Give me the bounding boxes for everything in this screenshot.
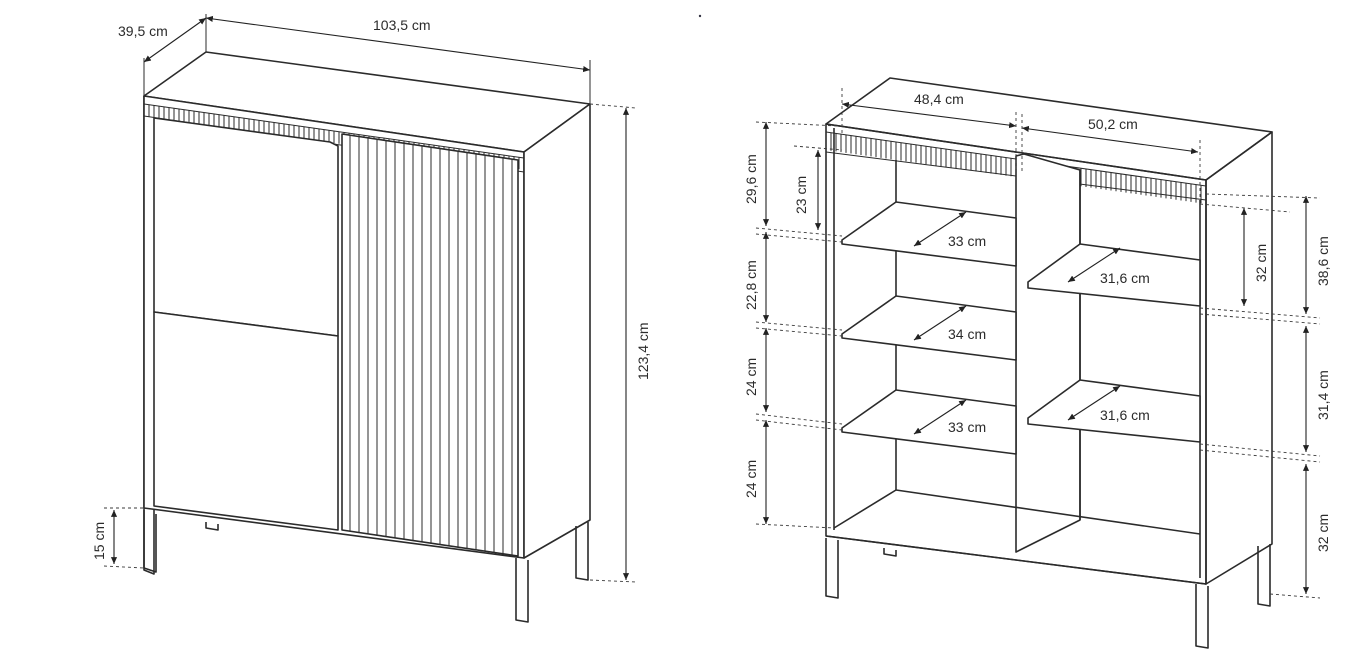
closed-cabinet-view: 103,5 cm 39,5 cm 123,4 cm 15 cm — [91, 14, 651, 623]
left-upper-door — [153, 117, 339, 337]
leg-height-label: 15 cm — [91, 522, 107, 560]
shelf-depth-right-1: 31,6 cm — [1100, 270, 1150, 286]
depth-dim-line — [143, 17, 207, 63]
left-width-label: 48,4 cm — [914, 91, 964, 107]
left-height-label-3: 24 cm — [743, 358, 759, 396]
open-cabinet-legs — [825, 538, 1271, 649]
door-flutes — [349, 135, 513, 556]
center-divider — [1015, 153, 1081, 553]
left-height-label-4: 24 cm — [743, 460, 759, 498]
right-height-label-3: 32 cm — [1315, 514, 1331, 552]
inner-right-top-label: 32 cm — [1253, 244, 1269, 282]
width-label: 103,5 cm — [373, 17, 431, 33]
cabinet-legs — [143, 510, 589, 623]
depth-label: 39,5 cm — [118, 23, 168, 39]
cabinet-right-side — [523, 103, 591, 559]
left-height-label-1: 29,6 cm — [743, 154, 759, 204]
left-shelves — [841, 201, 1017, 455]
left-lower-door — [153, 311, 339, 531]
width-dim-line — [205, 15, 591, 73]
right-width-dim — [1021, 125, 1199, 155]
shelf-depth-right-2: 31,6 cm — [1100, 407, 1150, 423]
shelf-depth-left-1: 33 cm — [948, 233, 986, 249]
stray-dot — [698, 14, 702, 18]
open-cabinet-view: 48,4 cm 50,2 cm 29,6 cm 22,8 cm 24 cm 24… — [743, 77, 1331, 649]
height-label: 123,4 cm — [635, 322, 651, 380]
shelf-depth-left-2: 34 cm — [948, 326, 986, 342]
right-width-label: 50,2 cm — [1088, 116, 1138, 132]
left-height-dims — [755, 121, 843, 529]
right-height-label-2: 31,4 cm — [1315, 370, 1331, 420]
inner-left-top-label: 23 cm — [793, 176, 809, 214]
right-height-dims — [1199, 193, 1321, 599]
left-width-dim — [841, 101, 1017, 129]
right-height-label-1: 38,6 cm — [1315, 236, 1331, 286]
shelf-depth-dims — [913, 211, 1121, 435]
left-height-label-2: 22,8 cm — [743, 260, 759, 310]
shelf-depth-left-3: 33 cm — [948, 419, 986, 435]
